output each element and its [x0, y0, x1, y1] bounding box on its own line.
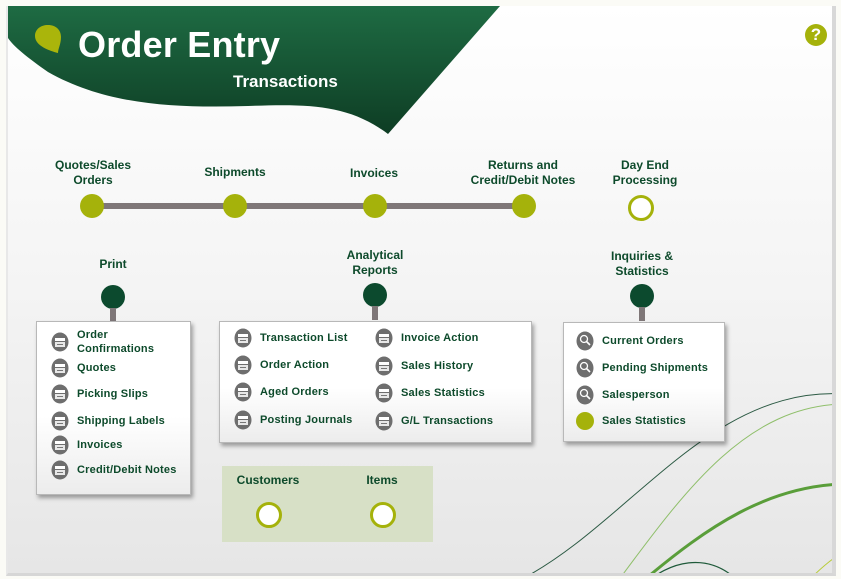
inquiry-label: Salesperson [602, 389, 670, 401]
print-menu: Order Confirmations Quotes Picking Slips… [36, 321, 191, 495]
step-label-day-end: Day End Processing [612, 158, 678, 187]
print-item-label: Quotes [77, 362, 117, 374]
print-item-label: Shipping Labels [77, 415, 165, 427]
print-item-shipping-labels[interactable]: Shipping Labels [51, 411, 165, 431]
print-item-label: Picking Slips [77, 388, 149, 400]
leaf-logo-icon [35, 25, 61, 53]
report-invoice-action[interactable]: Invoice Action [375, 328, 479, 348]
printer-icon [51, 435, 69, 455]
magnifier-icon [576, 358, 594, 378]
swoosh-line-light [623, 404, 832, 573]
decorative-swoosh-lines [531, 393, 832, 573]
inquiry-sales-statistics[interactable]: Sales Statistics [576, 411, 686, 431]
inquiries-menu: Current Orders Pending Shipments Salespe… [563, 322, 725, 442]
report-label: Sales Statistics [401, 387, 485, 399]
swoosh-line-yellow [815, 559, 832, 573]
report-sales-statistics[interactable]: Sales Statistics [375, 383, 485, 403]
inquiries-stem [639, 307, 645, 321]
print-item-invoices[interactable]: Invoices [51, 435, 123, 455]
step-invoices-button[interactable] [363, 194, 387, 218]
printer-icon [51, 460, 69, 480]
report-label: Aged Orders [260, 386, 329, 398]
step-label-shipments: Shipments [204, 165, 266, 179]
group-title-inquiries-statistics: Inquiries & Statistics [610, 249, 674, 278]
printer-icon [51, 411, 69, 431]
report-transaction-list[interactable]: Transaction List [234, 328, 348, 348]
magnifier-icon [576, 331, 594, 351]
group-title-print: Print [99, 257, 127, 271]
report-sales-history[interactable]: Sales History [375, 356, 473, 376]
report-gl-transactions[interactable]: G/L Transactions [375, 411, 493, 431]
inquiry-label: Current Orders [602, 335, 684, 347]
maintenance-label-customers: Customers [236, 473, 300, 487]
olive-dot-icon [576, 412, 594, 430]
swoosh-line-dark [531, 393, 832, 573]
print-item-label: Credit/Debit Notes [77, 464, 177, 476]
report-label: G/L Transactions [401, 415, 494, 427]
printer-icon [51, 358, 69, 378]
customers-button[interactable] [256, 502, 282, 528]
inquiry-label: Sales Statistics [602, 415, 686, 427]
printer-icon [375, 383, 393, 403]
inquiry-label: Pending Shipments [602, 362, 709, 374]
workflow-track [92, 203, 524, 209]
step-shipments-button[interactable] [223, 194, 247, 218]
print-item-quotes[interactable]: Quotes [51, 358, 116, 378]
inquiry-salesperson[interactable]: Salesperson [576, 385, 670, 405]
print-item-order-confirmations[interactable]: Order Confirmations [51, 328, 167, 356]
analytical-reports-menu: Transaction List Order Action Aged Order… [219, 321, 532, 443]
print-item-label: Invoices [77, 439, 123, 451]
analytical-stem [372, 306, 378, 320]
printer-icon [375, 411, 393, 431]
maintenance-label-items: Items [366, 473, 398, 487]
order-entry-panel: Order Entry Transactions ? Quotes/Sales … [6, 6, 836, 576]
report-label: Invoice Action [401, 332, 479, 344]
header-banner [8, 6, 500, 134]
page-subtitle: Transactions [233, 72, 338, 91]
print-item-picking-slips[interactable]: Picking Slips [51, 384, 148, 404]
items-button[interactable] [370, 502, 396, 528]
print-item-label: Order Confirmations [77, 329, 155, 355]
printer-icon [234, 355, 252, 375]
print-item-credit-debit-notes[interactable]: Credit/Debit Notes [51, 460, 177, 480]
inquiries-hub [630, 284, 654, 308]
printer-icon [375, 356, 393, 376]
swoosh-line-bold [650, 483, 832, 573]
report-label: Sales History [401, 360, 474, 372]
group-title-analytical-reports: Analytical Reports [346, 248, 404, 277]
step-quotes-sales-orders-button[interactable] [80, 194, 104, 218]
print-hub [101, 285, 125, 309]
report-label: Order Action [260, 359, 330, 371]
step-label-returns: Returns and Credit/Debit Notes [470, 158, 576, 187]
printer-icon [51, 332, 69, 352]
printer-icon [234, 410, 252, 430]
report-order-action[interactable]: Order Action [234, 355, 329, 375]
step-day-end-button[interactable] [628, 195, 654, 221]
report-label: Transaction List [260, 332, 348, 344]
printer-icon [234, 328, 252, 348]
page-title: Order Entry [78, 24, 281, 65]
printer-icon [375, 328, 393, 348]
step-returns-button[interactable] [512, 194, 536, 218]
inquiry-pending-shipments[interactable]: Pending Shipments [576, 358, 708, 378]
printer-icon [51, 384, 69, 404]
print-stem [110, 308, 116, 322]
maintenance-panel: Customers Items [222, 466, 433, 542]
step-label-invoices: Invoices [349, 166, 399, 180]
help-button[interactable]: ? [805, 24, 827, 46]
report-posting-journals[interactable]: Posting Journals [234, 410, 352, 430]
swoosh-arc [658, 561, 730, 573]
report-aged-orders[interactable]: Aged Orders [234, 382, 329, 402]
analytical-hub [363, 283, 387, 307]
printer-icon [234, 382, 252, 402]
magnifier-icon [576, 385, 594, 405]
inquiry-current-orders[interactable]: Current Orders [576, 331, 684, 351]
report-label: Posting Journals [260, 414, 353, 426]
step-label-quotes-sales-orders: Quotes/Sales Orders [54, 158, 132, 187]
